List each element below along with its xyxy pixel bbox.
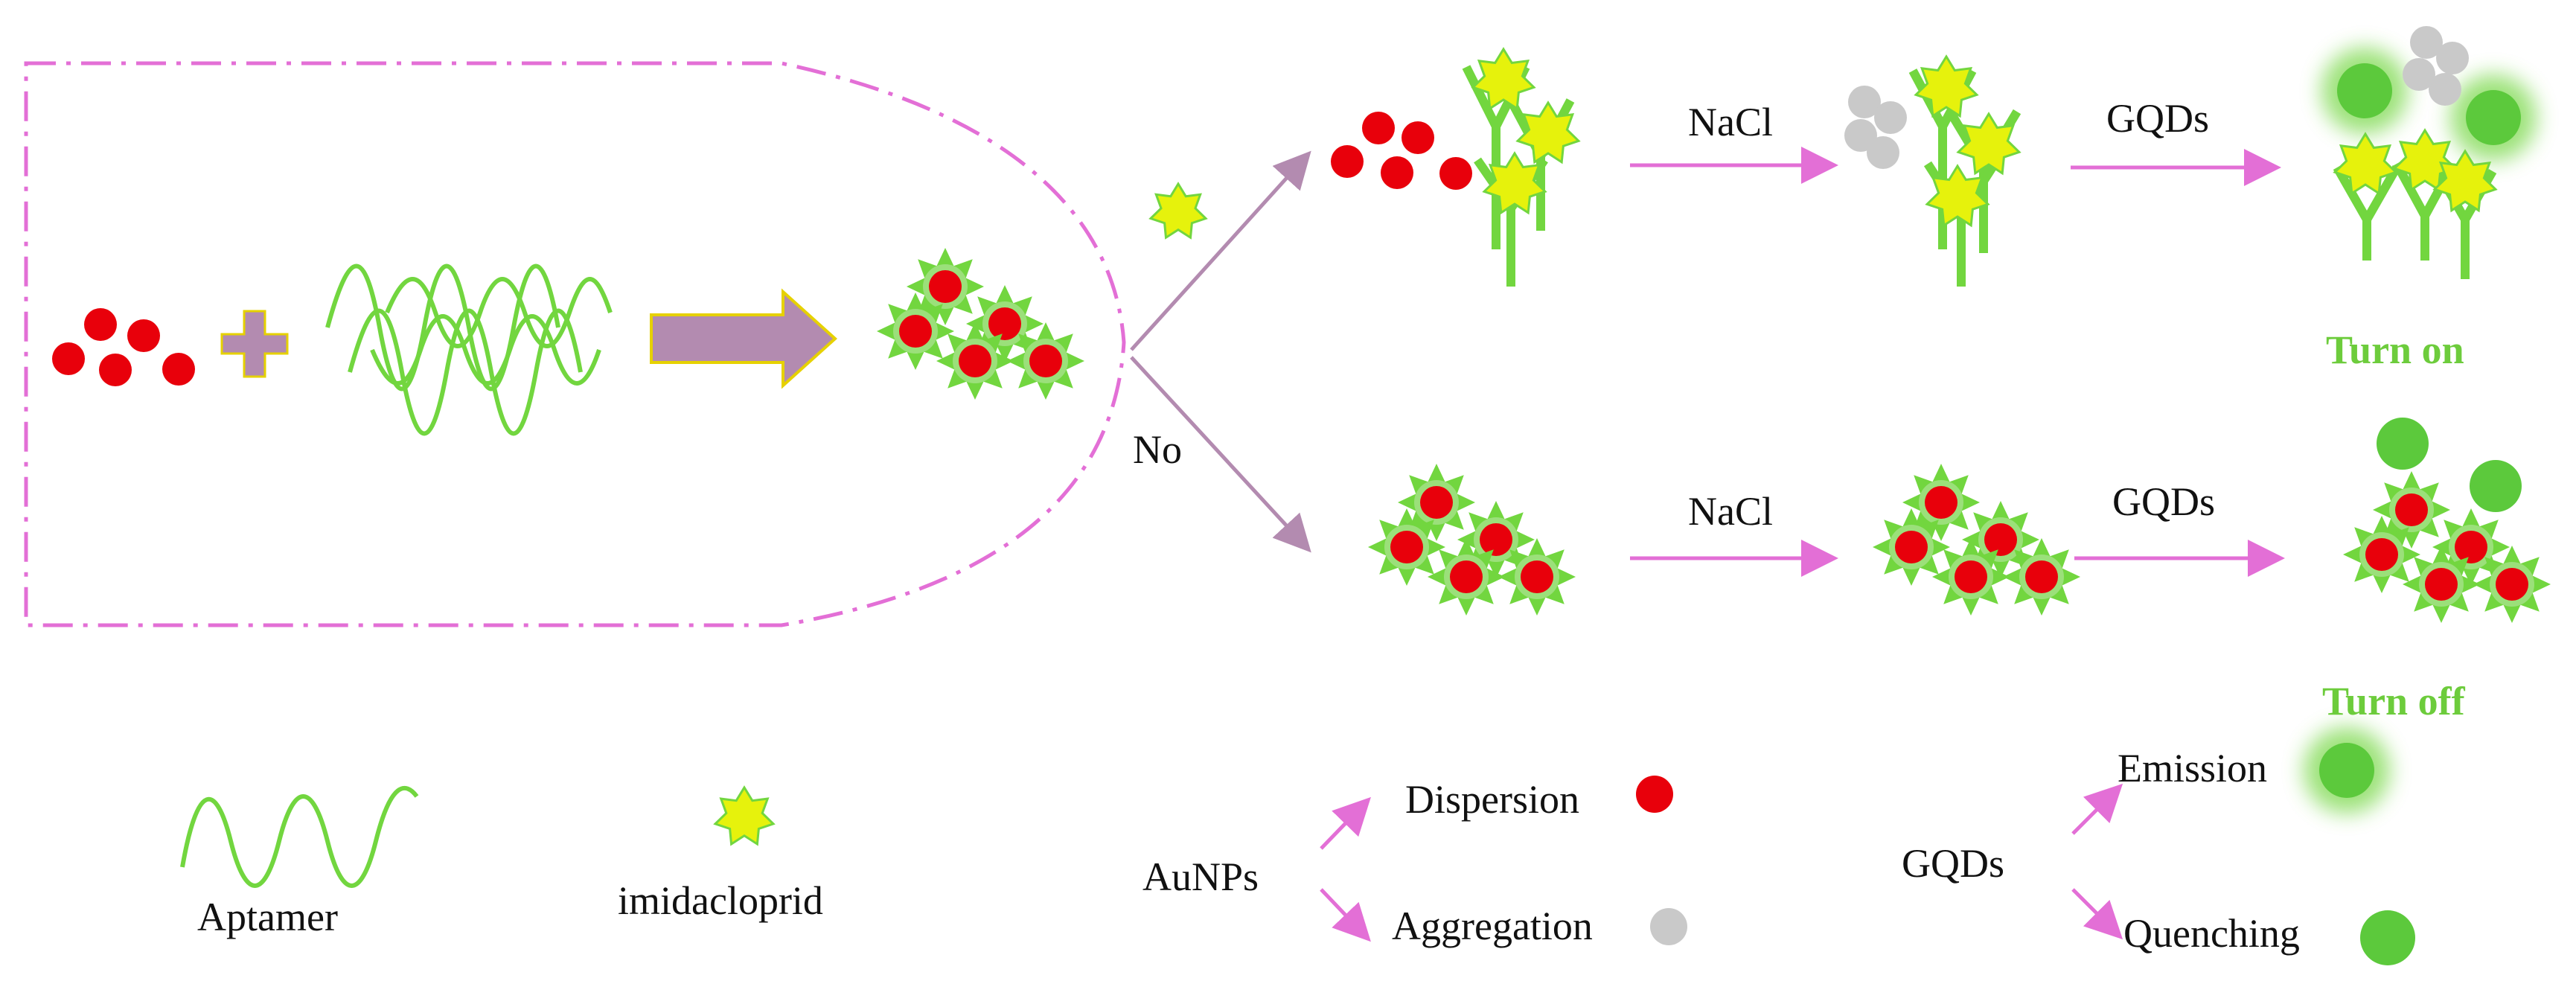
aunp-aptamer-complex-bottom-3	[2343, 471, 2551, 623]
imidacloprid-star-icon	[1148, 182, 1208, 240]
aptamer-tangle	[325, 263, 613, 436]
imidacloprid-star-icon	[713, 785, 776, 846]
gqds-legend-arrow-down	[2071, 888, 2123, 940]
gqd-emission-icon	[2304, 727, 2390, 814]
imidacloprid-star-icon	[2432, 149, 2498, 213]
aunp-core	[899, 315, 932, 348]
aunp-core	[1029, 345, 1062, 377]
legend-emission: Emission	[2118, 746, 2267, 790]
aunp-core	[1984, 523, 2017, 556]
aunp-aptamer-complex-initial	[877, 248, 1084, 400]
imidacloprid-star-icon	[1914, 54, 1979, 118]
imidacloprid-legend-icon	[713, 785, 776, 846]
gqd-quenched-2	[2470, 460, 2522, 512]
reaction-arrow	[650, 288, 837, 389]
imidacloprid-star-icon	[2333, 132, 2398, 196]
branch-arrow-up	[1130, 150, 1311, 351]
gqd-emitting-left	[2321, 48, 2408, 134]
aunp-core	[1420, 486, 1453, 519]
plus-icon	[220, 310, 289, 378]
aunp-core	[2455, 531, 2487, 563]
dashed-enclosure	[24, 61, 1126, 627]
legend-aunps: AuNPs	[1142, 854, 1259, 899]
aunps-arrow-down	[1320, 888, 1371, 942]
aunp-core	[2025, 560, 2058, 593]
aunp-core	[988, 307, 1021, 340]
imidacloprid-star-icon	[1148, 182, 1208, 240]
aunp-core	[2496, 568, 2528, 601]
branch-arrow-down	[1130, 356, 1311, 553]
gqds-legend-arrow-up	[2071, 783, 2123, 835]
aunp-core	[1450, 560, 1483, 593]
label-gqds-bottom: GQDs	[2112, 479, 2215, 524]
label-nacl-top: NaCl	[1688, 100, 1773, 144]
aggregated-aunps-final	[2403, 26, 2469, 106]
label-nacl-bottom: NaCl	[1688, 489, 1773, 534]
aunp-core	[1895, 531, 1928, 563]
aunp-core	[1925, 486, 1957, 519]
legend-aptamer: Aptamer	[197, 895, 338, 939]
label-turn-on: Turn on	[2326, 327, 2464, 372]
aunp-core	[929, 270, 962, 303]
imidacloprid-star-icon	[1956, 112, 2022, 176]
aunp-core	[2395, 493, 2428, 526]
aunp-aggregated-icon	[1650, 908, 1687, 945]
gqd-quenched-1	[2377, 418, 2429, 470]
label-turn-off: Turn off	[2322, 679, 2466, 723]
aunp-core	[1480, 523, 1512, 556]
aunp-core	[1390, 531, 1423, 563]
aggregated-aunps-top	[1844, 86, 1907, 169]
aunps-group-initial	[52, 308, 195, 386]
imidacloprid-star-icon	[1471, 47, 1536, 111]
legend-quenching: Quenching	[2123, 911, 2300, 956]
aptamer-icon	[180, 785, 419, 888]
aunp-aptamer-complex-bottom-1	[1368, 464, 1576, 616]
legend-gqds: GQDs	[1902, 841, 2004, 886]
legend-imidacloprid: imidacloprid	[618, 878, 823, 923]
label-gqds-top: GQDs	[2106, 96, 2209, 141]
aunps-group-released	[1331, 112, 1472, 190]
imidacloprid-star-icon	[1482, 151, 1547, 215]
legend-aggregation: Aggregation	[1392, 904, 1593, 948]
gqd-emitting-right	[2450, 74, 2537, 161]
imidacloprid-star-icon	[1925, 164, 1990, 228]
aunps-arrow-up	[1320, 796, 1371, 850]
imidacloprid-star-icon	[2392, 128, 2458, 192]
aunp-core	[1521, 560, 1553, 593]
aunp-core	[2365, 538, 2398, 571]
aunp-core	[1955, 560, 1987, 593]
aunp-aptamer-complex-bottom-2	[1873, 464, 2080, 616]
gqd-quenching-icon	[2360, 910, 2415, 965]
legend-dispersion: Dispersion	[1405, 777, 1579, 822]
aunp-core	[2425, 568, 2458, 601]
aunp-dispersed-icon	[1636, 776, 1673, 813]
aunp-core	[959, 345, 991, 377]
imidacloprid-star-icon	[1515, 100, 1581, 164]
label-no: No	[1133, 427, 1182, 472]
